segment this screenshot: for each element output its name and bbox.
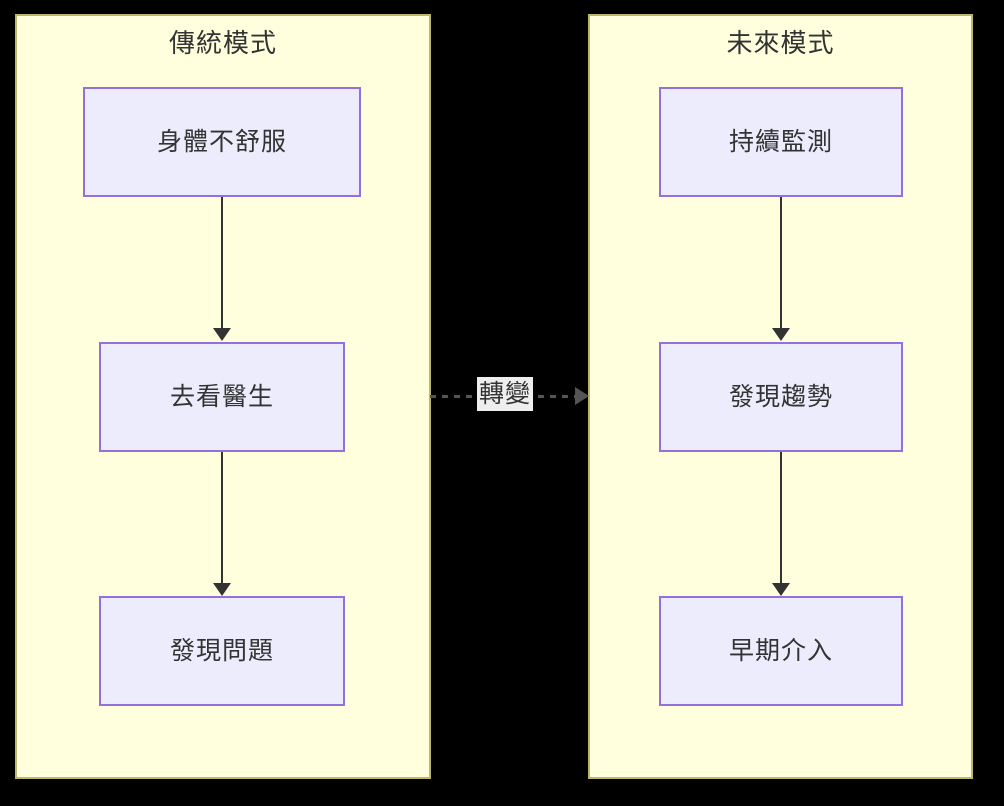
arrow-line-future-1 [780,197,782,328]
node-early-intervention[interactable]: 早期介入 [659,596,903,706]
arrow-head-future-2 [772,583,790,596]
arrow-head-future-1 [772,328,790,341]
transition-arrow-head [575,387,589,405]
node-label: 發現趨勢 [728,383,833,411]
transition-arrow-label: 轉變 [477,377,534,411]
arrow-line-traditional-1 [221,197,223,328]
node-label: 持續監測 [728,128,833,156]
arrow-line-future-2 [780,452,782,583]
panel-title-traditional: 傳統模式 [168,28,277,58]
arrow-head-traditional-1 [213,328,231,341]
node-label: 去看醫生 [169,383,274,411]
node-label: 身體不舒服 [156,128,287,156]
node-label: 發現問題 [169,637,274,665]
node-discover-trend[interactable]: 發現趨勢 [659,342,903,452]
node-body-discomfort[interactable]: 身體不舒服 [83,87,361,197]
arrow-line-traditional-2 [221,452,223,583]
node-see-doctor[interactable]: 去看醫生 [99,342,345,452]
node-label: 早期介入 [728,637,833,665]
arrow-head-traditional-2 [213,583,231,596]
node-discover-problem[interactable]: 發現問題 [99,596,345,706]
node-continuous-monitoring[interactable]: 持續監測 [659,87,903,197]
panel-title-future: 未來模式 [726,28,835,58]
